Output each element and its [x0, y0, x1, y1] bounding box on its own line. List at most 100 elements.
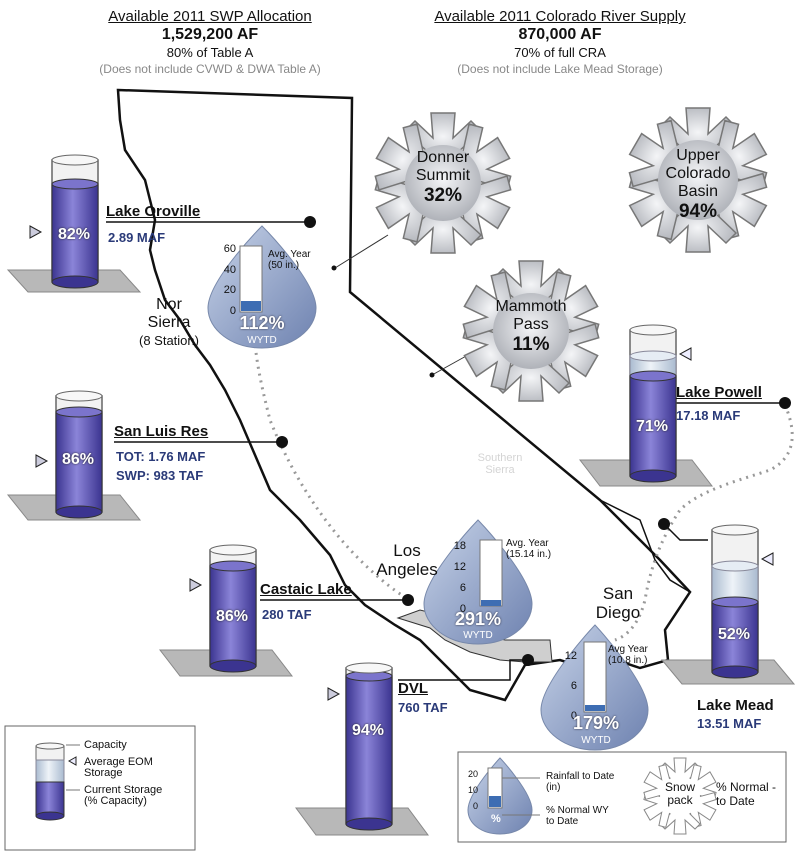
norsierra-tick: 60: [223, 243, 236, 255]
oroville-name: Lake Oroville: [106, 203, 201, 220]
snowflake-donner: [374, 112, 512, 254]
sd-avg1: Avg Year: [608, 644, 648, 655]
legend-drop: [467, 757, 540, 835]
la-avg: Avg. Year (15.14 in.): [506, 538, 551, 560]
drop-norsierra: [207, 225, 317, 349]
castaic-pct: 86%: [216, 608, 249, 625]
sd-pct: 179%: [572, 713, 620, 733]
la-label2: Angeles: [376, 560, 438, 579]
norsierra-label: Nor Sierra (8 Station): [134, 296, 204, 350]
legend-p1: % Normal WY: [546, 805, 609, 816]
donner-name2: Summit: [415, 167, 471, 184]
sd-avg2: (10.8 in.): [608, 655, 648, 666]
snowflake-upper-colorado: [628, 107, 768, 253]
sd-axis: 12 6 0: [559, 641, 577, 731]
norsierra-axis: 60 40 20 0: [220, 239, 236, 321]
sd-tick: 0: [570, 710, 577, 722]
upper-name3: Basin: [677, 183, 719, 200]
legend-n2: to Date: [716, 794, 755, 808]
castaic-tank: [158, 544, 294, 677]
mead-tank: [660, 524, 796, 685]
drop-la: [423, 519, 533, 645]
la-pct: 291%: [454, 609, 502, 629]
powell-name: Lake Powell: [676, 384, 762, 401]
la-label1: Los: [393, 541, 421, 560]
sd-wytd: WYTD: [581, 735, 611, 746]
colorado-amount: 870,000 AF: [518, 26, 602, 43]
donner-name1: Donner: [416, 149, 470, 166]
california-outline: [116, 88, 692, 702]
legend-rain-tick: 10: [467, 785, 478, 795]
swp-header: Available 2011 SWP Allocation 1,529,200 …: [60, 8, 360, 76]
la-avg1: Avg. Year: [506, 538, 549, 549]
norsierra-pct: 112%: [239, 313, 285, 333]
legend-n1: % Normal -: [716, 780, 777, 794]
powell-capacity: 17.18 MAF: [676, 408, 741, 423]
sd-label: San Diego: [583, 584, 653, 622]
sd-avg: Avg Year (10.8 in.): [608, 644, 648, 666]
upper-colorado-text: Upper Colorado Basin 94%: [653, 147, 743, 223]
la-label: Los Angeles: [372, 541, 442, 579]
swp-pct: 80% of Table A: [166, 45, 254, 60]
legend-storage-tank: [35, 742, 80, 821]
sanluis-name: San Luis Res: [114, 423, 209, 440]
norsierra-label1: Nor: [156, 296, 182, 313]
castaic-capacity: 280 TAF: [262, 607, 312, 622]
powell-tank: [578, 324, 714, 487]
dvl-pct: 94%: [352, 722, 385, 739]
legend-pct-symbol: %: [491, 813, 501, 825]
sanluis-tot: TOT: 1.76 MAF: [116, 449, 206, 464]
mammoth-name1: Mammoth: [495, 298, 567, 315]
la-tick: 6: [459, 582, 466, 594]
legend-avg2: Storage: [84, 767, 123, 779]
dvl-name: DVL: [398, 680, 428, 697]
southern-sierra-label: Southern Sierra: [470, 452, 530, 476]
mead-name: Lake Mead: [697, 697, 774, 714]
donner-text: Donner Summit 32%: [403, 149, 483, 207]
mammoth-name2: Pass: [513, 316, 549, 333]
aqueduct-colorado: [614, 404, 794, 642]
southern-sierra-1: Southern: [477, 452, 523, 464]
legend-snow1: Snow: [664, 780, 696, 794]
la-tick: 12: [453, 561, 466, 573]
legend-capacity: Capacity: [84, 739, 127, 751]
legend-rainfall: Rainfall to Date (in): [546, 771, 614, 793]
la-wytd: WYTD: [463, 630, 493, 641]
colorado-note: (Does not include Lake Mead Storage): [457, 62, 663, 76]
norsierra-label3: (8 Station): [139, 333, 199, 348]
snowflake-mammoth: [462, 260, 600, 402]
oroville-tank: [6, 154, 142, 293]
dvl-capacity: 760 TAF: [398, 700, 448, 715]
dvl-tank: [295, 662, 429, 836]
sd-tick: 6: [570, 680, 577, 692]
upper-name1: Upper: [676, 147, 720, 164]
legend-cur1: Current Storage: [84, 784, 163, 796]
oroville-capacity: 2.89 MAF: [108, 230, 166, 245]
legend-r1: Rainfall to Date: [546, 771, 615, 782]
legend-current: Current Storage (% Capacity): [84, 785, 162, 807]
legend-avg: Average EOM Storage: [84, 757, 153, 779]
mead-capacity: 13.51 MAF: [697, 716, 762, 731]
la-tick: 18: [453, 540, 466, 552]
mammoth-pct: 11%: [512, 334, 550, 355]
legend-rain-axis: 20 10 0: [462, 766, 478, 814]
drop-sd: [540, 624, 649, 751]
legend-rain-tick: 0: [472, 801, 478, 811]
legend-snow-normal: % Normal - to Date: [716, 780, 776, 808]
norsierra-tick: 0: [229, 304, 236, 317]
swp-amount: 1,529,200 AF: [161, 26, 259, 43]
colorado-title: Available 2011 Colorado River Supply: [434, 8, 686, 25]
sd-label1: San: [602, 584, 634, 603]
norsierra-tick: 40: [223, 263, 236, 276]
la-axis: 18 12 6 0: [448, 536, 466, 620]
mammoth-text: Mammoth Pass 11%: [491, 298, 571, 356]
norsierra-tick: 20: [223, 284, 236, 296]
swp-note: (Does not include CVWD & DWA Table A): [99, 62, 321, 76]
upper-pct: 94%: [678, 201, 718, 222]
norsierra-avg2: (50 in.): [268, 260, 300, 271]
sd-label2: Diego: [595, 603, 641, 622]
norsierra-label2: Sierra: [147, 314, 191, 331]
sd-tick: 12: [564, 650, 577, 662]
norsierra-avg: Avg. Year (50 in.): [268, 249, 311, 271]
